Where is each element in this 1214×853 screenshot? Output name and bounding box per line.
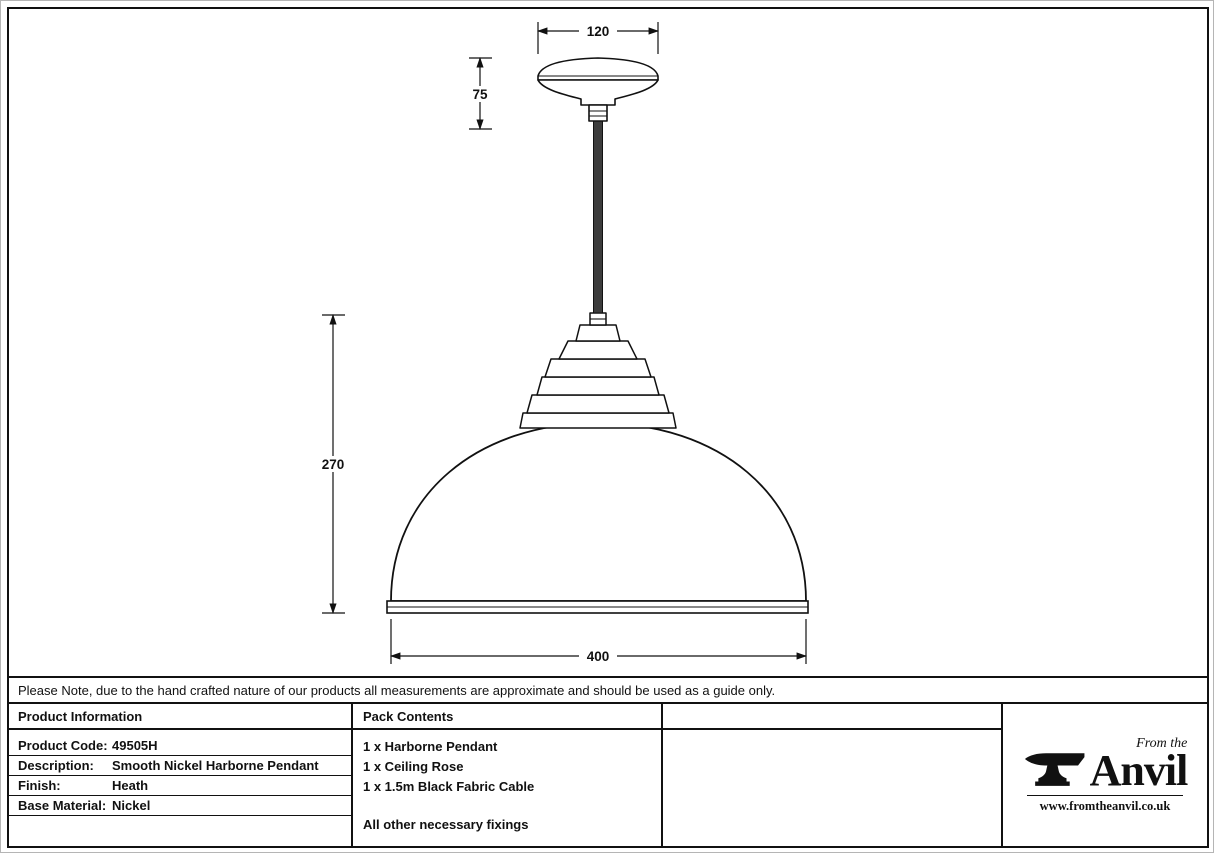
table-divider-1 xyxy=(351,704,353,846)
product-information-header: Product Information xyxy=(18,708,143,724)
description-value: Smooth Nickel Harborne Pendant xyxy=(112,758,319,773)
shade-outline xyxy=(386,422,809,614)
dim-label-shade-width: 400 xyxy=(587,649,610,664)
description-label: Description: xyxy=(18,758,94,773)
dimension-pendant-height: 270 xyxy=(314,313,352,615)
pendant-technical-drawing: 120 75 270 xyxy=(314,22,809,664)
dimension-shade-width: 400 xyxy=(389,619,808,664)
table-divider-3 xyxy=(1001,704,1003,846)
list-item: 1 x 1.5m Black Fabric Cable xyxy=(363,778,535,794)
base-material-label: Base Material: xyxy=(18,798,107,813)
spec-table: Product Information Pack Contents Produc… xyxy=(9,704,1207,846)
table-row: Finish: Heath xyxy=(9,776,351,796)
sheet-frame: 120 75 270 xyxy=(7,7,1209,848)
table-row: Base Material: Nickel xyxy=(9,796,351,816)
logo-name: Anvil xyxy=(1089,745,1189,795)
pack-contents-header: Pack Contents xyxy=(363,708,454,724)
product-information-rows: Product Code: 49505H Description: Smooth… xyxy=(9,730,351,816)
list-item: 1 x Ceiling Rose xyxy=(363,758,464,774)
pack-contents-footer: All other necessary fixings xyxy=(363,816,529,832)
base-material-value: Nickel xyxy=(112,798,151,813)
header-underline xyxy=(9,728,1003,730)
note-bar: Please Note, due to the hand crafted nat… xyxy=(9,676,1207,704)
dim-label-rose-width: 120 xyxy=(587,24,610,39)
logo-text: From the Anvil xyxy=(1090,735,1189,793)
lamp-holder-steps xyxy=(519,312,677,429)
ceiling-rose xyxy=(537,57,659,122)
brand-logo: From the Anvil www.fromtheanvil.co.uk xyxy=(1003,704,1207,846)
table-row: Product Code: 49505H xyxy=(9,736,351,756)
fabric-cable xyxy=(593,120,603,314)
dimension-rose-height: 75 xyxy=(465,56,495,131)
anvil-icon xyxy=(1023,746,1087,790)
finish-label: Finish: xyxy=(18,778,61,793)
logo-row: From the Anvil xyxy=(1023,735,1189,793)
pack-contents-list: 1 x Harborne Pendant 1 x Ceiling Rose 1 … xyxy=(353,730,659,834)
finish-value: Heath xyxy=(112,778,149,793)
table-row: Description: Smooth Nickel Harborne Pend… xyxy=(9,756,351,776)
note-text: Please Note, due to the hand crafted nat… xyxy=(18,682,776,698)
logo-tagline: From the xyxy=(1136,735,1188,751)
logo-divider xyxy=(1027,795,1183,797)
table-divider-2 xyxy=(661,704,663,846)
list-item: 1 x Harborne Pendant xyxy=(363,738,498,754)
dim-label-rose-height: 75 xyxy=(472,87,488,102)
product-code-value: 49505H xyxy=(112,738,158,753)
dim-label-pendant-height: 270 xyxy=(322,457,345,472)
product-code-label: Product Code: xyxy=(18,738,108,753)
logo-website: www.fromtheanvil.co.uk xyxy=(1039,799,1171,814)
dimension-rose-width: 120 xyxy=(536,22,660,54)
